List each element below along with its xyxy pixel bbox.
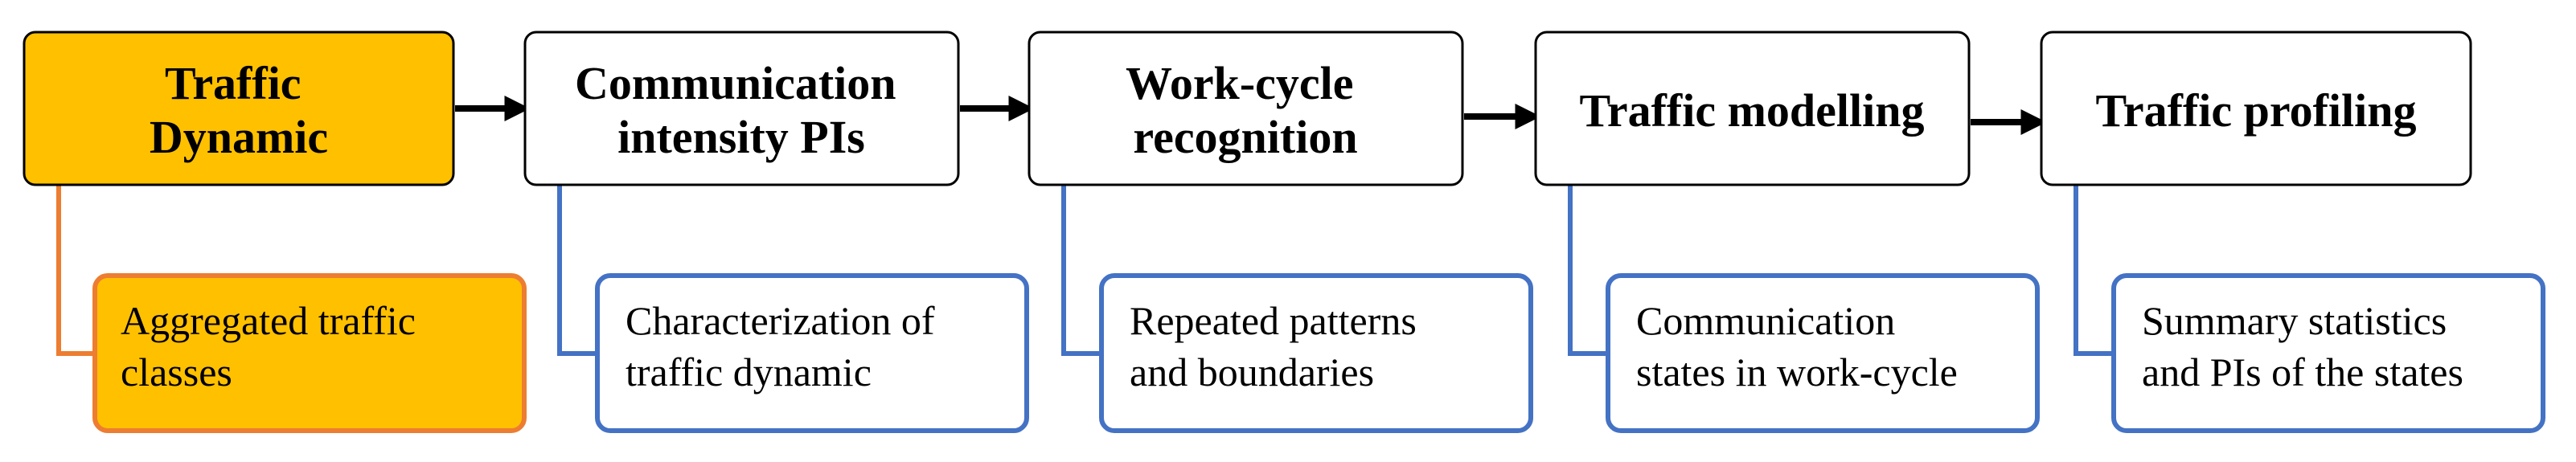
stage-label-line: recognition [1133, 111, 1357, 163]
stage-label-line: Traffic profiling [2096, 84, 2417, 137]
svg-text:Traffic modelling: Traffic modelling [1579, 84, 1924, 137]
svg-text:Traffic Dynamic: Traffic Dynamic [150, 57, 328, 163]
svg-text:Characterization of traf: Characterization of traffic dynamic [626, 298, 945, 395]
stage-label-line: intensity PIs [617, 111, 865, 163]
detail-label-line: states in work-cycle [1636, 350, 1958, 395]
svg-text:Traffic profiling: Traffic profiling [2096, 84, 2417, 137]
stage-traffic-modelling: Traffic modelling [1534, 31, 1971, 186]
svg-text:Repeated patterns and bo: Repeated patterns and boundaries [1130, 298, 1426, 395]
connector-line [557, 186, 597, 356]
svg-text:Work-cycle recognition: Work-cycle recognition [1126, 57, 1365, 163]
detail-summary-statistics: Summary statistics and PIs of the states [2111, 273, 2545, 433]
stage-label-line: Dynamic [150, 111, 328, 163]
stage-communication-intensity: Communication intensity PIs [523, 31, 960, 186]
detail-characterization: Characterization of traffic dynamic [595, 273, 1029, 433]
detail-label-line: Aggregated traffic [121, 298, 416, 343]
connector-line [1061, 186, 1101, 356]
stage-label-line: Work-cycle [1126, 57, 1353, 109]
connector-line [1568, 186, 1608, 356]
svg-text:Aggregated traffic class: Aggregated traffic classes [121, 298, 425, 395]
stage-label-line: Traffic modelling [1579, 84, 1924, 137]
detail-label-line: Communication [1636, 298, 1895, 343]
connector-line [56, 186, 95, 356]
svg-text:Communication intensity: Communication intensity PIs [575, 57, 908, 163]
stage-traffic-profiling: Traffic profiling [2040, 31, 2472, 186]
detail-label-line: Characterization of [626, 298, 935, 343]
detail-label-line: Repeated patterns [1130, 298, 1417, 343]
detail-communication-states: Communication states in work-cycle [1606, 273, 2040, 433]
detail-label-line: and boundaries [1130, 350, 1374, 395]
detail-label-line: classes [121, 350, 232, 395]
svg-text:Summary statistics and P: Summary statistics and PIs of the states [2142, 298, 2463, 395]
detail-label-line: Summary statistics [2142, 298, 2447, 343]
stage-work-cycle-recognition: Work-cycle recognition [1028, 31, 1464, 186]
detail-repeated-patterns: Repeated patterns and boundaries [1099, 273, 1533, 433]
connector-line [2074, 186, 2114, 356]
stage-label-line: Traffic [165, 57, 301, 109]
detail-label-line: traffic dynamic [626, 350, 872, 395]
stage-traffic-dynamic: Traffic Dynamic [23, 31, 455, 186]
stage-label-line: Communication [575, 57, 896, 109]
detail-aggregated-traffic-classes: Aggregated traffic classes [92, 273, 527, 433]
detail-label-line: and PIs of the states [2142, 350, 2463, 395]
svg-text:Communication states in: Communication states in work-cycle [1636, 298, 1958, 395]
